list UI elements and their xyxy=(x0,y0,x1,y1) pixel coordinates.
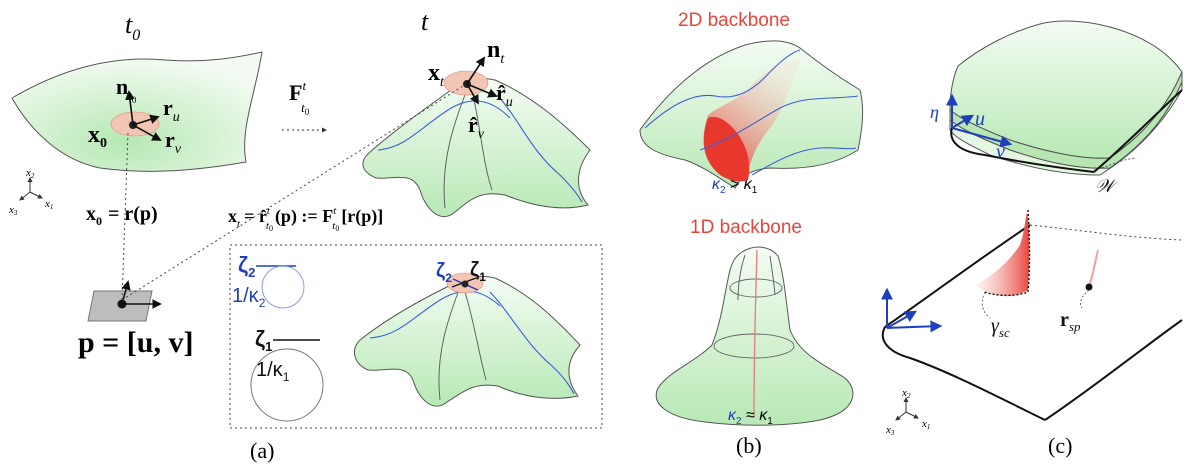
W-label: 𝒲 xyxy=(1095,176,1118,196)
title-1d-backbone: 1D backbone xyxy=(690,217,802,238)
caption-c: (c) xyxy=(1048,433,1072,458)
eta-label: η xyxy=(930,102,939,122)
wing-sheet xyxy=(883,225,1182,420)
wing-v-arrow xyxy=(886,320,943,333)
curvature-line-2 xyxy=(496,94,583,203)
r-sp-label: rsp xyxy=(1060,309,1081,334)
axis-x2-label: x2 xyxy=(25,167,35,180)
wing-lower-edge xyxy=(881,326,1046,421)
rhat-v-label: r̂v xyxy=(468,112,485,142)
sheet-airfoil-edge xyxy=(950,127,1095,173)
2d-curve-2 xyxy=(699,95,859,151)
n-t0-label: nt0 xyxy=(116,74,137,105)
inv-k1-label: 1/κ1 xyxy=(256,359,290,384)
v-arrow xyxy=(951,127,1013,148)
n-t-label: nt xyxy=(487,37,505,67)
wing-top-edge xyxy=(1029,224,1183,241)
wing-leading-edge xyxy=(884,224,1031,328)
inset-point xyxy=(461,280,469,288)
circle-k2 xyxy=(261,265,305,309)
inset-zeta1-label: ζ1 xyxy=(470,259,486,284)
t-label: t xyxy=(421,7,429,36)
param-v-arrow xyxy=(121,280,131,305)
n-t0-arrow xyxy=(125,90,135,126)
caption-a: (a) xyxy=(250,438,274,463)
inset-curve-2 xyxy=(489,291,575,395)
caption-b: (b) xyxy=(736,433,762,458)
u-label: u xyxy=(975,108,985,130)
2d-curve-1 xyxy=(644,49,801,129)
rel-2d: κ2 > κ1 xyxy=(712,176,758,196)
rel-1d: κ2 ≈ κ1 xyxy=(728,407,773,427)
axis-x1-label: x1 xyxy=(44,198,53,211)
axes-triad-a: x2 x1 x3 xyxy=(8,167,53,217)
axes-triad-c: x2 x1 x3 xyxy=(885,387,930,437)
rhat-u-label: r̂u xyxy=(496,80,513,110)
r-u-label: ru xyxy=(163,95,180,125)
x-t-label: xt xyxy=(428,60,445,90)
r-sp-trace xyxy=(1089,249,1099,285)
axis-c-x1-label: x1 xyxy=(921,418,930,431)
wing-trailing-edge xyxy=(1044,319,1183,421)
2d-curve-3 xyxy=(751,147,857,176)
panel-c: η u v 𝒲 γsc rsp x2 x1 x3 (c) xyxy=(881,20,1183,458)
axis-x3-label: x3 xyxy=(8,204,18,217)
inv-k2-label: 1/κ2 xyxy=(232,285,266,310)
1d-ridge-1 xyxy=(737,254,746,301)
axis-c-x2-label: x2 xyxy=(901,387,911,400)
panel-b: 2D backbone κ2 > κ1 1D backbone κ2 ≈ κ1 … xyxy=(639,10,864,458)
inset-ridge-2 xyxy=(461,281,487,381)
title-2d-backbone: 2D backbone xyxy=(678,10,790,31)
rhat-u-arrow xyxy=(466,83,498,98)
inset-surface xyxy=(353,275,581,407)
r-u-arrow xyxy=(132,114,160,126)
x0-label: x0 xyxy=(88,122,107,151)
W-leader xyxy=(1093,157,1136,171)
curvature-line xyxy=(377,100,511,151)
circle-k1 xyxy=(250,348,324,422)
inset-zeta2-label: ζ2 xyxy=(436,260,452,285)
2d-backbone-red-core xyxy=(703,116,750,182)
u-arrow xyxy=(951,114,975,129)
1d-backbone-line xyxy=(753,249,758,419)
gamma-sc-label: γsc xyxy=(991,315,1010,340)
gamma-sc-curve xyxy=(983,209,1031,297)
reference-surface xyxy=(11,51,263,172)
eq-x0-rp: x0= r(p) xyxy=(86,203,158,228)
r-v-label: rv xyxy=(165,127,182,157)
wing-u-arrow xyxy=(886,310,918,329)
v-label: v xyxy=(996,141,1005,163)
dotted-map-p-x0 xyxy=(121,131,129,301)
sheet-trailing-edge xyxy=(1093,89,1183,173)
axis-c-x3-label: x3 xyxy=(885,424,895,437)
gamma-sc-band xyxy=(975,212,1030,297)
n-t-arrow xyxy=(466,56,486,85)
t0-label: t0 xyxy=(125,10,140,44)
inset-curve xyxy=(369,290,501,339)
rhat-v-arrow xyxy=(466,83,479,105)
r-v-arrow xyxy=(132,124,162,141)
1d-ridge-2 xyxy=(769,255,776,296)
zeta2-label: ζ2 xyxy=(238,252,255,280)
zeta1-label: ζ1 xyxy=(255,326,272,354)
p-equation: p = [u, v] xyxy=(78,326,193,359)
dotted-map-p-xt xyxy=(121,85,464,301)
r-sp-point xyxy=(1085,283,1093,291)
inset-box xyxy=(229,244,603,429)
inset-ridge xyxy=(438,281,463,401)
